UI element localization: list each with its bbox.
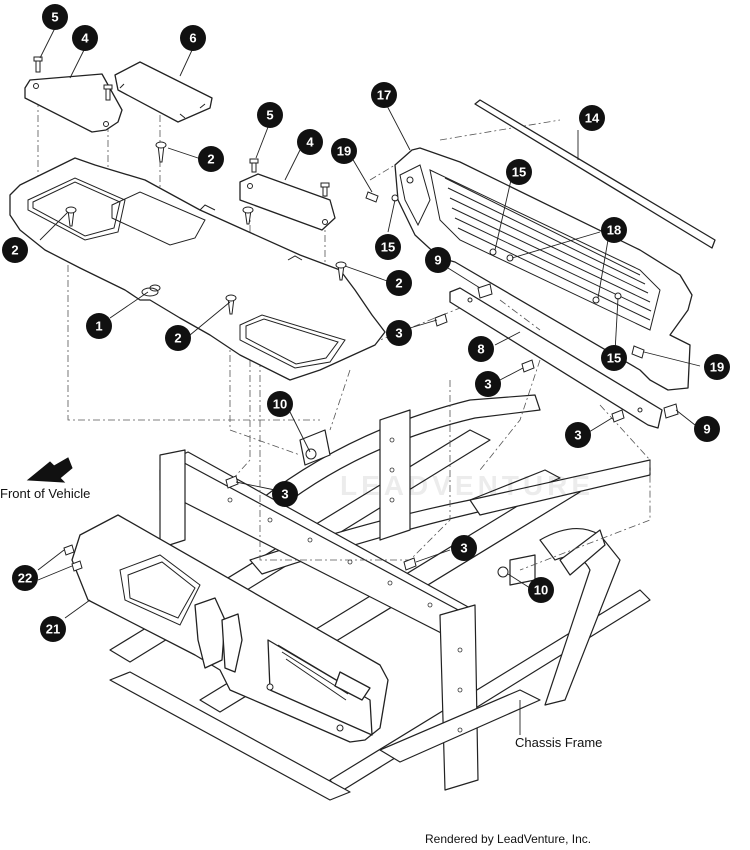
callout-5-b: 5 <box>257 102 283 128</box>
part-8-bracket-strip <box>449 287 663 429</box>
svg-text:9: 9 <box>703 422 710 437</box>
callout-9-b: 9 <box>694 416 720 442</box>
chassis-frame <box>109 394 651 801</box>
callout-6: 6 <box>180 25 206 51</box>
callout-19-b: 19 <box>704 354 730 380</box>
callout-15-a: 15 <box>506 159 532 185</box>
callout-3-e: 3 <box>451 535 477 561</box>
callout-2-d: 2 <box>165 325 191 351</box>
render-credit-footer: Rendered by LeadVenture, Inc. <box>425 832 592 846</box>
part-1-floor-tray <box>9 157 386 381</box>
svg-text:15: 15 <box>512 165 526 180</box>
svg-text:4: 4 <box>81 31 89 46</box>
svg-text:19: 19 <box>710 360 724 375</box>
callout-2-c: 2 <box>386 270 412 296</box>
leader-lines <box>37 27 701 735</box>
part-14-trim-strip <box>474 99 716 249</box>
callout-18: 18 <box>601 217 627 243</box>
svg-text:10: 10 <box>534 583 548 598</box>
callout-3-d: 3 <box>272 481 298 507</box>
svg-text:14: 14 <box>585 111 600 126</box>
svg-text:9: 9 <box>434 253 441 268</box>
callout-22: 22 <box>12 565 38 591</box>
callout-21: 21 <box>40 616 66 642</box>
svg-text:3: 3 <box>574 428 581 443</box>
callout-3-b: 3 <box>475 371 501 397</box>
callout-2-a: 2 <box>198 146 224 172</box>
svg-text:2: 2 <box>395 276 402 291</box>
svg-text:15: 15 <box>381 240 395 255</box>
callout-4-b: 4 <box>297 129 323 155</box>
svg-text:3: 3 <box>281 487 288 502</box>
callout-19-a: 19 <box>331 138 357 164</box>
callout-3-c: 3 <box>565 422 591 448</box>
svg-text:1: 1 <box>95 319 102 334</box>
callout-8: 8 <box>468 336 494 362</box>
svg-text:4: 4 <box>306 135 314 150</box>
callout-14: 14 <box>579 105 605 131</box>
svg-text:2: 2 <box>11 243 18 258</box>
front-of-vehicle-label: Front of Vehicle <box>0 486 91 501</box>
svg-text:2: 2 <box>207 152 214 167</box>
watermark: LEADVENTURE <box>340 470 595 501</box>
callout-15-b: 15 <box>375 234 401 260</box>
part-6-cover <box>114 61 213 123</box>
svg-text:6: 6 <box>189 31 196 46</box>
svg-text:5: 5 <box>51 10 58 25</box>
svg-text:19: 19 <box>337 144 351 159</box>
svg-text:3: 3 <box>484 377 491 392</box>
callout-4-a: 4 <box>72 25 98 51</box>
svg-text:5: 5 <box>266 108 273 123</box>
svg-text:22: 22 <box>18 571 32 586</box>
part-4-cover-center <box>239 173 336 231</box>
front-direction-arrow-icon <box>26 457 73 483</box>
callout-9-a: 9 <box>425 247 451 273</box>
callout-1: 1 <box>86 313 112 339</box>
callout-10-a: 10 <box>267 391 293 417</box>
svg-text:21: 21 <box>46 622 60 637</box>
callout-10-b: 10 <box>528 577 554 603</box>
callout-15-c: 15 <box>601 345 627 371</box>
svg-text:18: 18 <box>607 223 621 238</box>
svg-text:17: 17 <box>377 88 391 103</box>
svg-text:3: 3 <box>395 326 402 341</box>
svg-text:2: 2 <box>174 331 181 346</box>
fasteners <box>33 56 679 578</box>
part-21-front-panel <box>71 514 389 743</box>
part-4-cover-left <box>24 73 123 133</box>
callout-17: 17 <box>371 82 397 108</box>
svg-text:10: 10 <box>273 397 287 412</box>
svg-text:8: 8 <box>477 342 484 357</box>
callout-3-a: 3 <box>386 320 412 346</box>
callout-5-a: 5 <box>42 4 68 30</box>
callout-2-b: 2 <box>2 237 28 263</box>
svg-text:15: 15 <box>607 351 621 366</box>
chassis-frame-label: Chassis Frame <box>515 735 603 750</box>
svg-text:3: 3 <box>460 541 467 556</box>
